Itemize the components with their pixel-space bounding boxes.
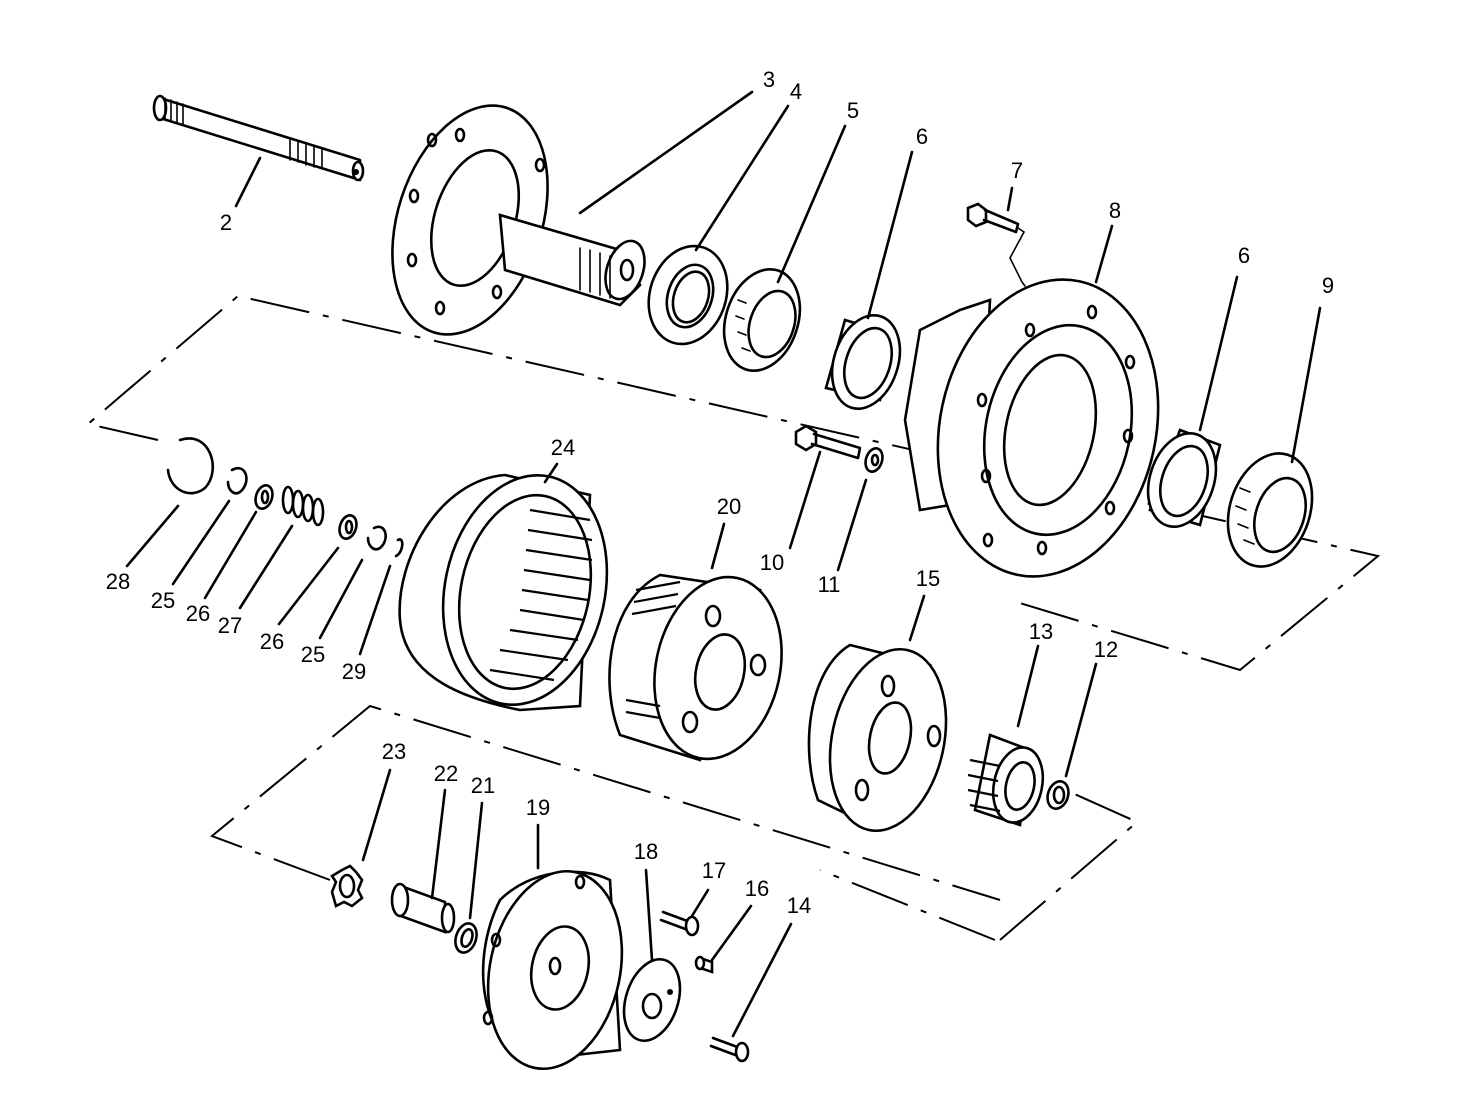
flange-bolt-holes: [406, 127, 546, 316]
part-26-washer-second: [338, 514, 358, 540]
part-27-spring: [281, 485, 325, 527]
part-10-bolt: [794, 424, 862, 460]
callout-3: 3: [763, 67, 775, 92]
part-13-sun-gear: [967, 733, 1045, 827]
callout-18: 18: [634, 839, 658, 864]
callout-21: 21: [471, 773, 495, 798]
callout-5: 5: [847, 98, 859, 123]
part-2-axle-shaft: [152, 94, 365, 182]
part-29-snap-ring: [394, 538, 404, 558]
callout-4: 4: [790, 79, 802, 104]
part-28-retaining-ring: [166, 437, 215, 495]
hub-bolt-holes: [976, 304, 1136, 556]
assembly-path-lower: [210, 704, 1139, 941]
callout-16: 16: [745, 876, 769, 901]
part-11-washer: [864, 447, 884, 473]
leader-lines: [125, 90, 1322, 1038]
part-25-snap-ring-second: [366, 525, 387, 551]
callout-12: 12: [1094, 637, 1118, 662]
part-4-seal: [647, 244, 729, 346]
callout-29: 29: [342, 659, 366, 684]
callout-27: 27: [218, 613, 242, 638]
callout-23: 23: [382, 739, 406, 764]
callout-11: 11: [818, 572, 841, 597]
part-20-planet-carrier: [608, 573, 783, 762]
callout-22: 22: [434, 761, 458, 786]
callout-7: 7: [1011, 158, 1023, 183]
callout-labels: 2 3 4 5 6 7 8 6 9 10 11 24 20 15 13 12 2…: [106, 67, 1334, 918]
part-21-o-ring: [454, 922, 478, 954]
part-6-bearing-cup: [824, 313, 902, 411]
callout-25: 25: [151, 588, 175, 613]
callout-6: 6: [916, 124, 928, 149]
callout-19: 19: [526, 795, 550, 820]
part-22-plug: [390, 882, 456, 934]
callout-2: 2: [220, 210, 232, 235]
callout-17: 17: [702, 858, 726, 883]
part-26-washer: [254, 484, 274, 510]
part-19-cover: [481, 869, 624, 1071]
part-6-bearing-cup-second: [1146, 428, 1222, 529]
callout-8: 8: [1109, 198, 1121, 223]
part-12-thrust-washer: [1046, 780, 1070, 810]
callout-13: 13: [1029, 619, 1053, 644]
callout-14: 14: [787, 893, 811, 918]
part-25-snap-ring: [226, 466, 248, 495]
part-3-spindle-flange: [391, 104, 646, 336]
part-24-ring-gear: [398, 473, 609, 712]
part-9-tapered-bearing: [1226, 452, 1314, 568]
part-15-planet-carrier: [807, 643, 948, 833]
part-23-lock-washer: [330, 864, 364, 908]
callout-24: 24: [551, 435, 575, 460]
part-5-tapered-bearing: [722, 268, 802, 372]
callout-26-second: 26: [260, 629, 284, 654]
callout-28: 28: [106, 569, 130, 594]
part-14-screw: [709, 1036, 750, 1063]
callout-9: 9: [1322, 273, 1334, 298]
callout-10: 10: [760, 550, 784, 575]
part-7-bolt: [966, 202, 1026, 287]
callout-20: 20: [717, 494, 741, 519]
callout-25-second: 25: [301, 642, 325, 667]
callout-26: 26: [186, 601, 210, 626]
callout-6-second: 6: [1238, 243, 1250, 268]
callout-15: 15: [916, 566, 940, 591]
part-8-wheel-hub: [903, 278, 1160, 578]
part-16-screw: [694, 955, 714, 974]
part-18-thrust-plate: [622, 957, 682, 1043]
